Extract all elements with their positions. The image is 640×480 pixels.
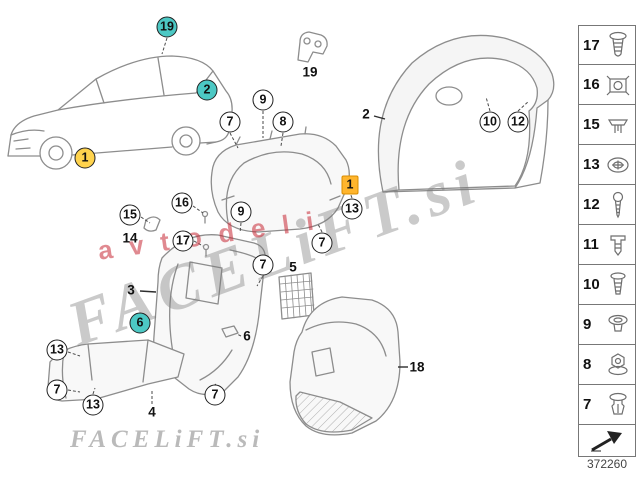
plastic-nut-icon — [605, 150, 631, 180]
callout-19-part: 19 — [302, 64, 318, 80]
legend-number: 15 — [583, 116, 600, 133]
callout-19-car[interactable]: 19 — [156, 16, 178, 38]
legend-number: 10 — [583, 276, 600, 293]
legend-item-15[interactable]: 15 — [578, 105, 636, 145]
callout-9-top[interactable]: 9 — [252, 89, 274, 111]
legend-number: 13 — [583, 156, 600, 173]
callout-18: 18 — [409, 359, 425, 375]
legend-item-10[interactable]: 10 — [578, 265, 636, 305]
legend-number: 8 — [583, 356, 592, 373]
legend-item-8[interactable]: 8 — [578, 345, 636, 385]
wheel-arch-part-2 — [377, 34, 555, 193]
liner-part-18 — [289, 296, 401, 436]
callout-7-mid[interactable]: 7 — [311, 232, 333, 254]
mesh-part-5 — [278, 272, 315, 320]
flange-nut-icon — [605, 350, 631, 380]
callout-13-bottom[interactable]: 13 — [82, 394, 104, 416]
label-dashes — [139, 115, 408, 368]
fastener-legend: 17 16 15 13 12 11 10 9 — [578, 25, 636, 457]
screw-icon — [605, 270, 631, 300]
callout-2-car[interactable]: 2 — [196, 79, 218, 101]
push-pin-icon — [605, 310, 631, 340]
callout-12[interactable]: 12 — [507, 111, 529, 133]
cage-nut-icon — [605, 70, 631, 100]
callout-15[interactable]: 15 — [119, 204, 141, 226]
expanding-rivet-icon — [605, 230, 631, 260]
car-drawing — [7, 55, 233, 170]
leader-lines — [67, 37, 530, 404]
callout-13-left[interactable]: 13 — [46, 339, 68, 361]
legend-number: 11 — [583, 236, 599, 253]
callout-4: 4 — [148, 404, 156, 420]
callout-8[interactable]: 8 — [272, 111, 294, 133]
callout-7-top[interactable]: 7 — [219, 111, 241, 133]
legend-number: 17 — [583, 36, 600, 54]
legend-direction[interactable] — [578, 425, 636, 457]
clip-part-6 — [221, 325, 239, 338]
legend-number: 16 — [583, 76, 600, 93]
expansion-rivet-icon — [605, 390, 631, 420]
callout-6-clip: 6 — [243, 328, 251, 344]
callout-3: 3 — [127, 282, 135, 298]
legend-item-17[interactable]: 17 — [578, 25, 636, 65]
direction-arrow-icon — [589, 430, 625, 452]
clip-icon — [605, 110, 631, 140]
legend-item-11[interactable]: 11 — [578, 225, 636, 265]
clip-part-14 — [143, 216, 161, 232]
legend-number: 7 — [583, 396, 592, 413]
callout-7-bottom[interactable]: 7 — [204, 384, 226, 406]
legend-item-12[interactable]: 12 — [578, 185, 636, 225]
callout-1-car[interactable]: 1 — [74, 147, 96, 169]
legend-number: 9 — [583, 316, 592, 333]
callout-5: 5 — [289, 259, 297, 275]
legend-item-13[interactable]: 13 — [578, 145, 636, 185]
callout-7-left[interactable]: 7 — [46, 379, 68, 401]
small-screws — [201, 210, 210, 257]
torx-screw-icon — [605, 30, 631, 60]
callout-17[interactable]: 17 — [172, 230, 194, 252]
callout-6-part[interactable]: 6 — [129, 312, 151, 334]
callout-1-part[interactable]: 1 — [341, 175, 359, 195]
callout-2-part: 2 — [362, 106, 370, 122]
legend-item-9[interactable]: 9 — [578, 305, 636, 345]
legend-number: 12 — [583, 196, 600, 213]
legend-item-16[interactable]: 16 — [578, 65, 636, 105]
callout-16[interactable]: 16 — [171, 192, 193, 214]
bracket-part-19 — [297, 31, 328, 63]
tapping-screw-icon — [605, 190, 631, 220]
callout-10[interactable]: 10 — [479, 111, 501, 133]
callout-7-liner[interactable]: 7 — [252, 254, 274, 276]
callout-14: 14 — [122, 230, 138, 246]
callout-9-mid[interactable]: 9 — [230, 201, 252, 223]
callout-13-mid[interactable]: 13 — [341, 198, 363, 220]
panel-part-4 — [47, 339, 185, 402]
legend-item-7[interactable]: 7 — [578, 385, 636, 425]
diagram-number: 372260 — [586, 457, 628, 471]
